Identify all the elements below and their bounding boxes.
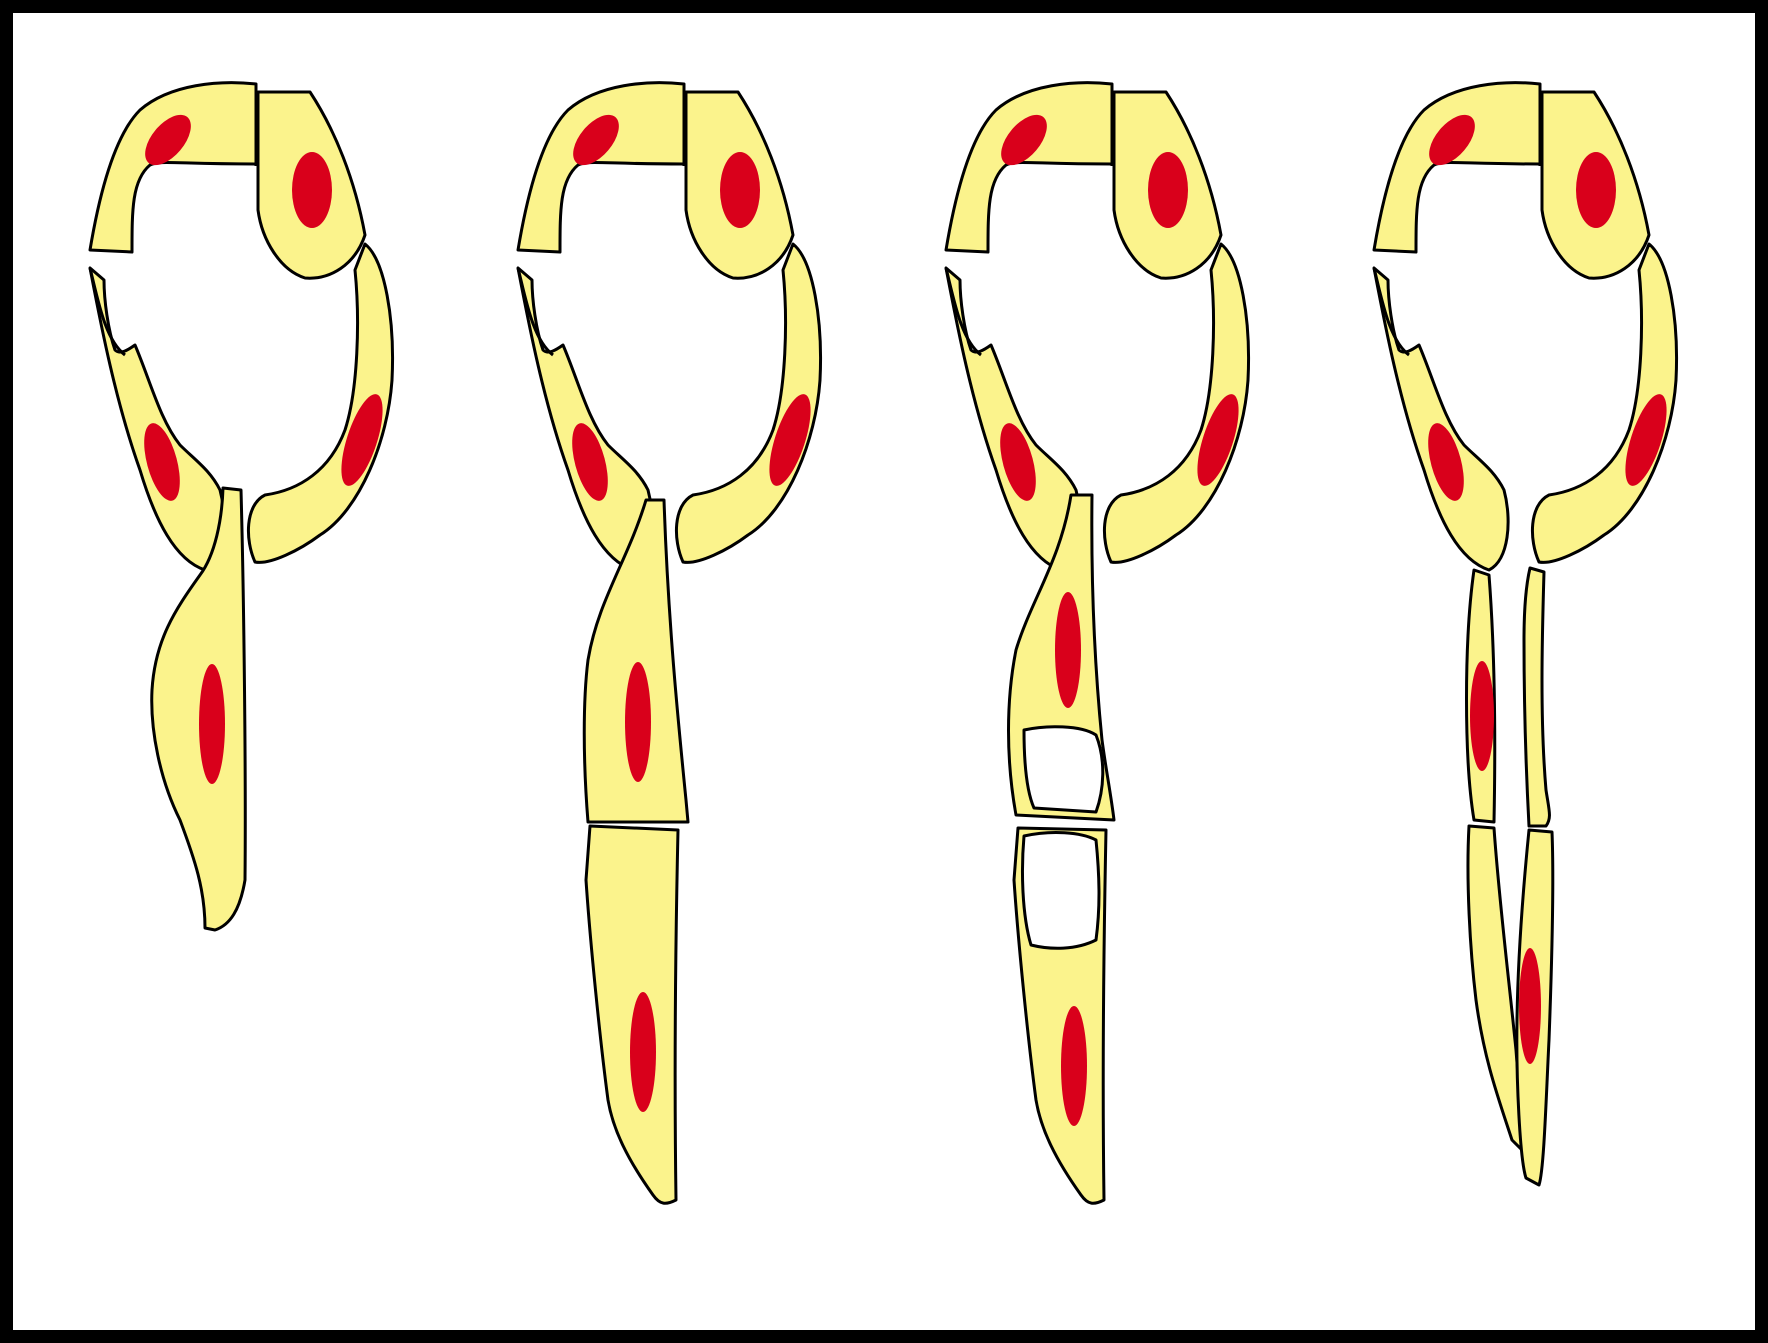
ring-cells: [518, 83, 821, 570]
ring-cells: [1374, 83, 1677, 570]
stalk-cell-lower: [586, 826, 678, 1203]
ring-cells: [946, 83, 1249, 570]
panel-stage-1: [90, 83, 393, 930]
nucleus: [1519, 948, 1541, 1064]
nucleus: [1470, 661, 1494, 771]
empty-cell-lower: [1022, 833, 1099, 949]
panel-stage-3: [946, 83, 1249, 1204]
nucleus: [199, 664, 225, 784]
panel-stage-2: [518, 83, 821, 1204]
nucleus: [625, 662, 651, 782]
nucleus: [1061, 1006, 1087, 1126]
nucleus: [1055, 592, 1081, 708]
empty-cell-upper: [1024, 727, 1103, 812]
panel-stage-4: [1374, 83, 1677, 1185]
stalk-strand-left-lower: [1468, 826, 1522, 1150]
nucleus: [630, 992, 656, 1112]
stalk-strand-right-upper: [1524, 568, 1549, 826]
